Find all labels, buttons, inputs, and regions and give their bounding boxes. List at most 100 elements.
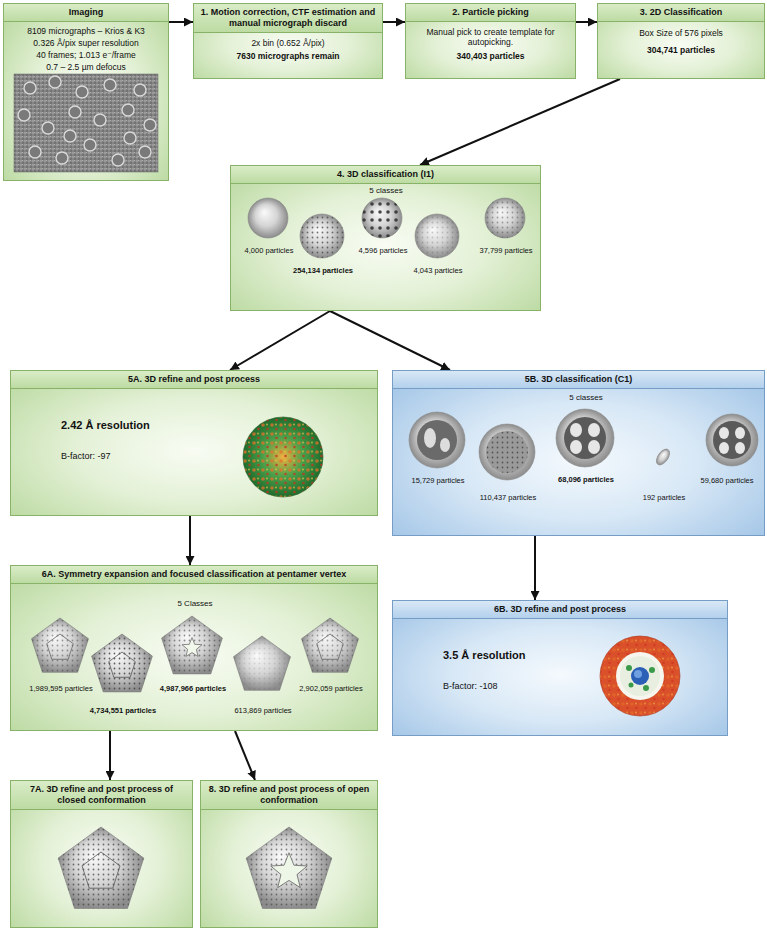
micrograph-image [49, 76, 61, 88]
ring-map [616, 652, 664, 700]
micrograph-image [56, 152, 68, 164]
shell-map [564, 417, 606, 459]
flow-arrow [189, 516, 191, 565]
pentamer-map [92, 634, 153, 692]
shell-map [654, 447, 673, 467]
shell-map [706, 414, 758, 466]
pentamer-map [92, 634, 153, 692]
stage-box: 3. 2D ClassificationBox Size of 576 pixe… [597, 3, 765, 79]
stage-box: 5A. 3D refine and post process 2.42 Å res… [10, 370, 378, 516]
stage-detail: 40 frames; 1.013 e⁻/frame [4, 50, 168, 60]
ring-map [649, 667, 655, 673]
stage-heading: 6A. Symmetry expansion and focused class… [11, 566, 377, 584]
stage-heading: 5B. 3D classification (C1) [393, 371, 764, 389]
micrograph-image [18, 109, 30, 121]
stage-detail: B-factor: -97 [61, 451, 111, 462]
shell-map [486, 431, 528, 473]
pentamer-map [32, 618, 89, 672]
flow-arrow [330, 311, 450, 370]
flow-arrow [230, 311, 330, 370]
class-map [485, 198, 525, 238]
stage-detail: 2,902,059 particles [299, 684, 362, 693]
closed-pentamer-map [82, 852, 120, 888]
stage-detail: 59,680 particles [701, 476, 754, 485]
flow-arrow [383, 21, 405, 23]
stage-detail: 4,734,551 particles [90, 706, 156, 715]
open-pentamer-map [246, 827, 332, 908]
stage-detail: B-factor: -108 [443, 681, 498, 692]
micrograph-image [94, 114, 106, 126]
stage-heading: 2. Particle picking [406, 4, 575, 22]
stage-detail: 68,096 particles [558, 475, 614, 484]
micrograph-image [144, 119, 156, 131]
flow-arrow [169, 21, 193, 23]
ring-map [600, 636, 680, 716]
flow-arrow [109, 731, 111, 780]
flow-arrow [420, 79, 620, 165]
stage-detail: 110,437 particles [480, 493, 537, 502]
pentamer-map [302, 618, 359, 672]
pentamer-map [32, 616, 359, 692]
micrograph-image [64, 130, 76, 142]
class-map [300, 214, 344, 258]
micrograph-image [14, 74, 158, 172]
stage-detail: 4,043 particles [414, 266, 463, 275]
flow-arrow [576, 21, 597, 23]
closed-pentamer-map [58, 827, 144, 908]
pentamer-map [162, 616, 223, 674]
shell-map [713, 421, 751, 459]
class-map [415, 214, 459, 258]
stage-box: 6B. 3D refine and post process3.5 Å reso… [392, 600, 728, 736]
stage-detail: 3.5 Å resolution [443, 649, 526, 662]
stage-detail: Manual pick to create template for autop… [406, 27, 575, 47]
ring-map [629, 683, 634, 688]
micrograph-image [84, 139, 96, 151]
stage-detail: 304,741 particles [598, 45, 764, 55]
stage-heading: Imaging [4, 4, 168, 22]
pentamer-map [162, 616, 223, 674]
stage-heading: 5A. 3D refine and post process [11, 371, 377, 389]
micrograph-image [29, 146, 41, 158]
shell-map [588, 423, 600, 437]
class-map [248, 198, 525, 258]
stage-box: 5B. 3D classification (C1) 5 classes 15,72… [392, 370, 765, 536]
shell-map [479, 424, 535, 480]
stage-detail: 5 classes [569, 393, 602, 403]
stage-box: 4. 3D classification (I1)5 classes4,000 … [230, 165, 541, 311]
class-map [415, 214, 459, 258]
density-map [243, 417, 323, 497]
micrograph-image [124, 132, 136, 144]
shell-map [486, 431, 528, 473]
shell-map [735, 442, 745, 454]
class-map [300, 214, 344, 258]
open-pentamer-map [246, 827, 332, 908]
stage-heading: 7A. 3D refine and post process of closed… [11, 781, 192, 810]
stage-detail: 613,869 particles [234, 706, 291, 715]
ring-map [600, 636, 680, 716]
stage-detail: 15,729 particles [412, 476, 465, 485]
stage-detail: 2.42 Å resolution [61, 419, 150, 432]
stage-box: 8. 3D refine and post process of open co… [200, 780, 378, 928]
stage-detail: 1,989,595 particles [29, 684, 92, 693]
pentamer-map [302, 618, 359, 672]
ring-map [634, 670, 642, 678]
pentamer-map [32, 618, 89, 672]
stage-detail: 8109 micrographs – Krios & K3 [4, 26, 168, 36]
pentamer-map [182, 638, 202, 657]
stage-detail: 5 Classes [177, 599, 212, 609]
flow-arrow [534, 536, 536, 600]
micrograph-image [104, 79, 116, 91]
stage-detail: Box Size of 576 pixels [598, 28, 764, 38]
pentamer-map [92, 634, 153, 692]
stage-detail: 5 classes [369, 186, 402, 196]
shell-map [424, 428, 436, 448]
shell-map [409, 409, 758, 480]
shell-map [556, 409, 614, 467]
stage-heading: 1. Motion correction, CTF estimation and… [194, 4, 382, 33]
shell-map [409, 412, 465, 468]
pentamer-map [109, 652, 136, 677]
stage-detail: 4,596 particles [359, 246, 408, 255]
stage-detail: 0.7 – 2.5 µm defocus [4, 62, 168, 72]
micrograph-image [112, 154, 124, 166]
shell-map [588, 440, 600, 454]
